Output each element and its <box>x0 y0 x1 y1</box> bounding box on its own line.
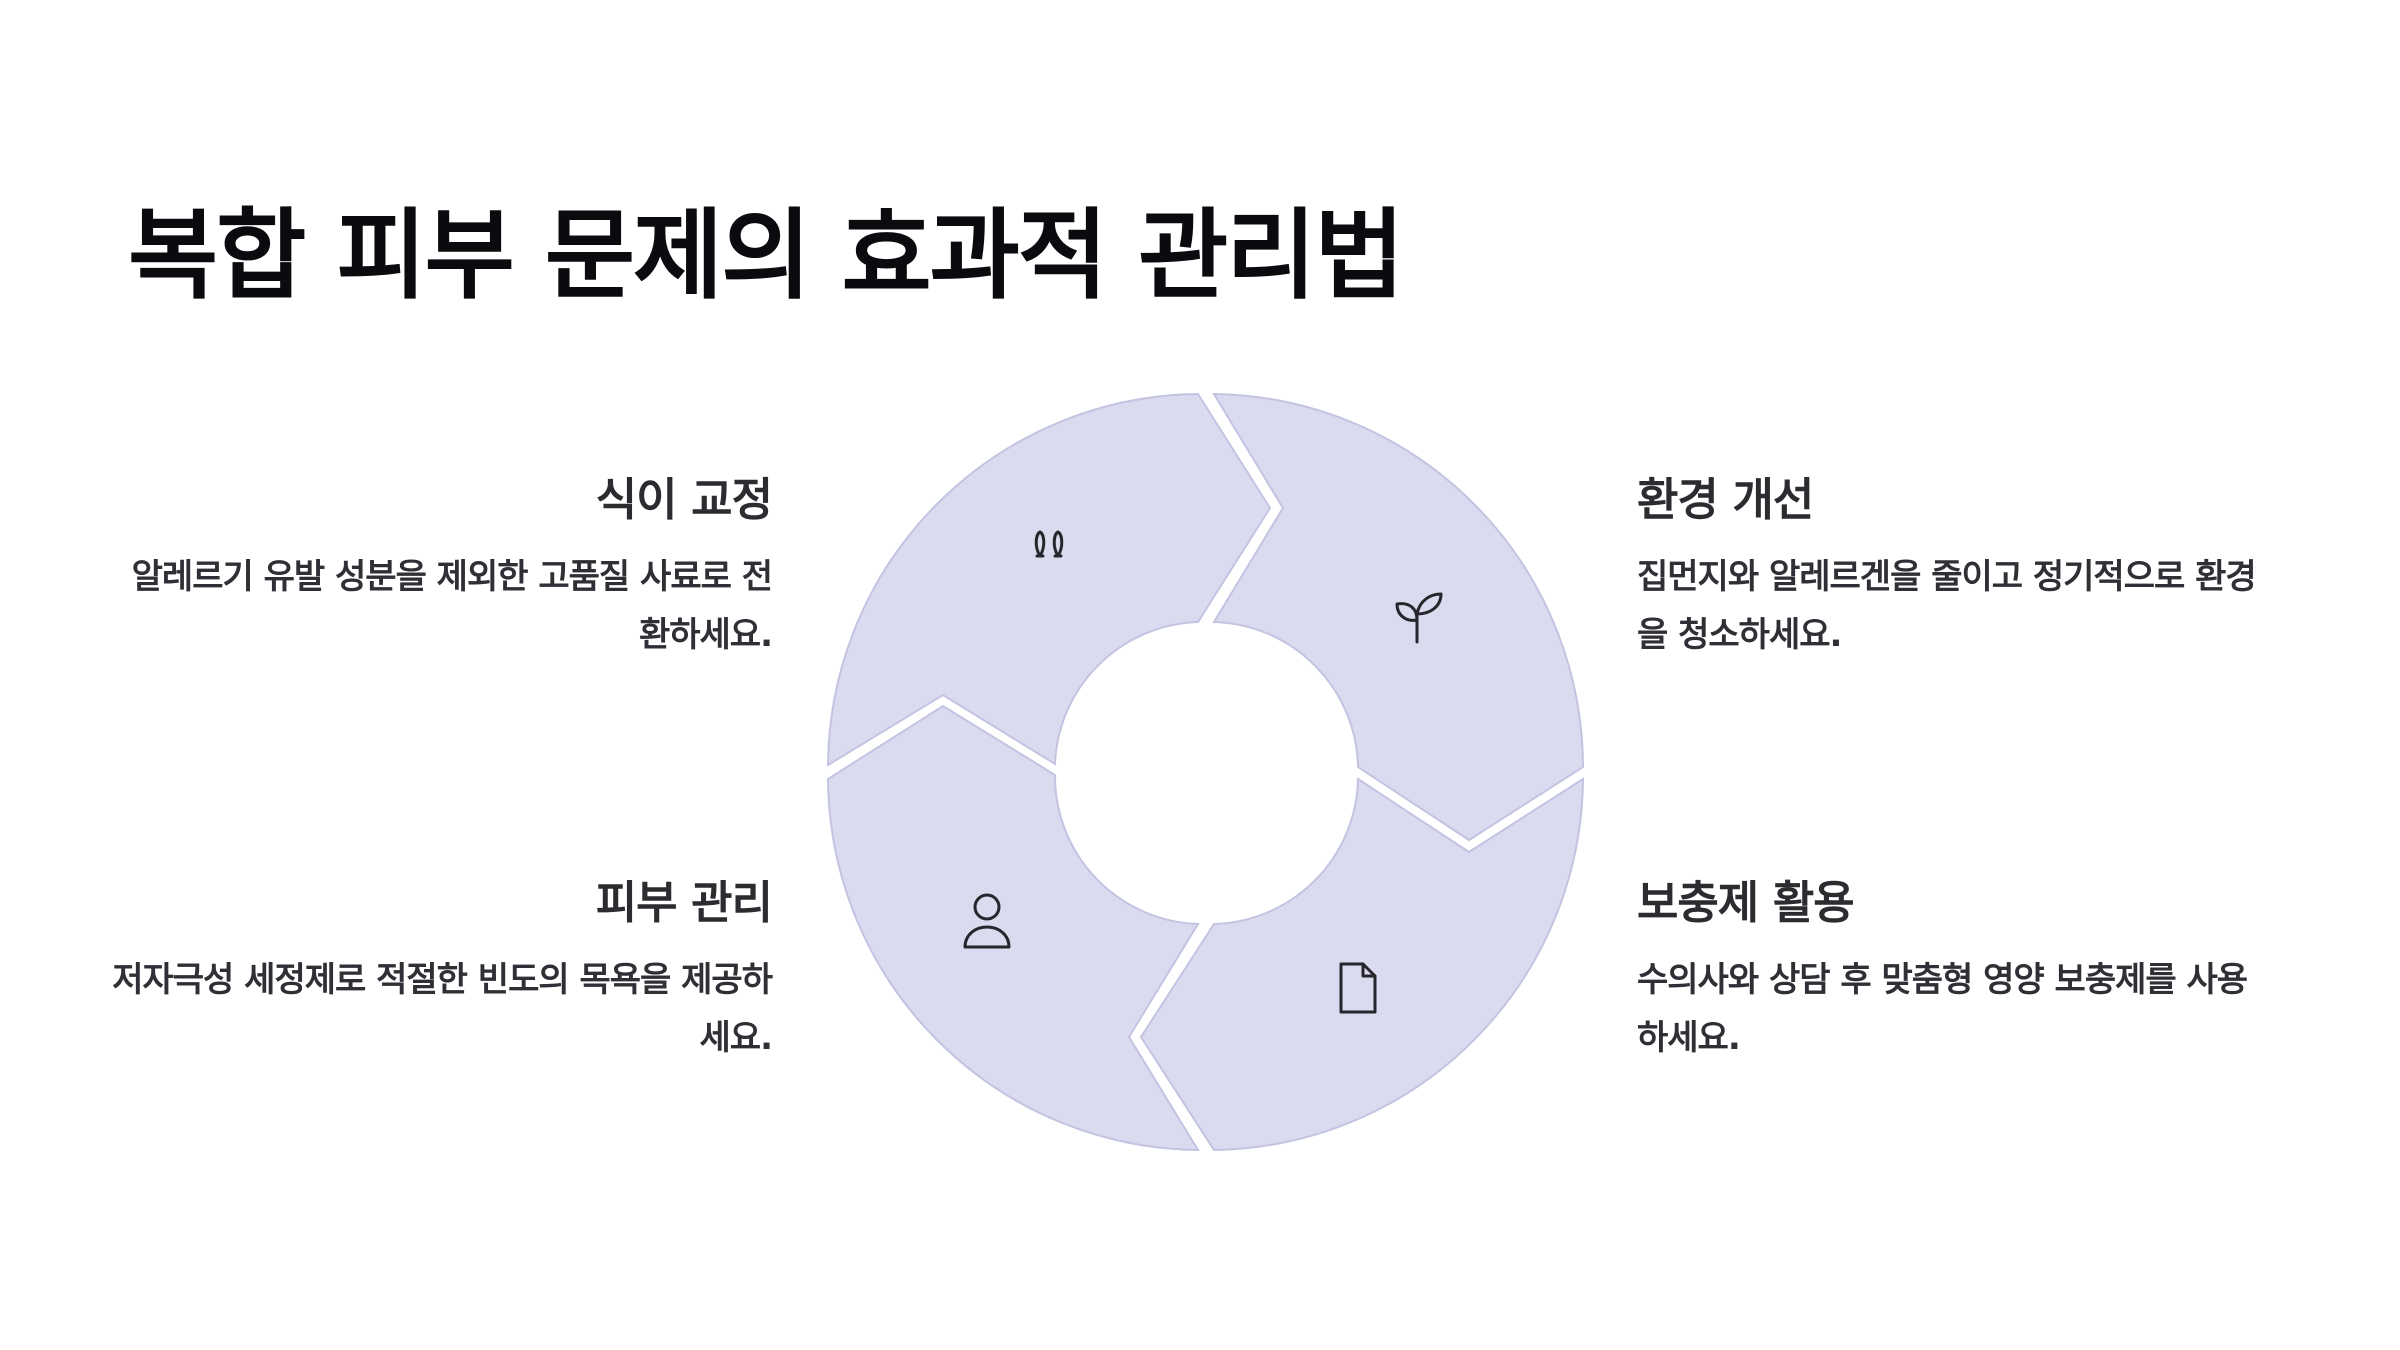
step-heading: 피부 관리 <box>595 876 773 929</box>
footprints-icon <box>1034 530 1064 558</box>
cycle-segment-bottom-left <box>826 704 1200 1152</box>
document-icon <box>1339 962 1377 1014</box>
sprout-icon <box>1395 592 1443 644</box>
cycle-segment-top-right <box>1212 392 1585 842</box>
step-heading: 환경 개선 <box>1637 473 1814 526</box>
step-supplements: 보충제 활용 수의사와 상담 후 맞춤형 영양 보충제를 사용하세요. <box>1637 873 2277 1067</box>
cycle-segment-top-left <box>826 392 1272 767</box>
step-description: 수의사와 상담 후 맞춤형 영양 보충제를 사용하세요. <box>1637 960 2248 1058</box>
step-environment: 환경 개선 집먼지와 알레르겐을 줄이고 정기적으로 환경을 청소하세요. <box>1637 470 2277 664</box>
user-icon <box>963 893 1011 949</box>
step-description: 알레르기 유발 성분을 제외한 고품질 사료로 전환하세요. <box>131 557 773 655</box>
step-description: 집먼지와 알레르겐을 줄이고 정기적으로 환경을 청소하세요. <box>1637 557 2257 655</box>
step-diet: 식이 교정 알레르기 유발 성분을 제외한 고품질 사료로 전환하세요. <box>112 470 773 664</box>
step-heading: 식이 교정 <box>595 473 773 526</box>
step-description: 저자극성 세정제로 적절한 빈도의 목욕을 제공하세요. <box>112 960 773 1058</box>
page-title: 복합 피부 문제의 효과적 관리법 <box>128 199 1405 313</box>
step-skin-care: 피부 관리 저자극성 세정제로 적절한 빈도의 목욕을 제공하세요. <box>112 873 773 1067</box>
step-heading: 보충제 활용 <box>1637 876 1855 929</box>
